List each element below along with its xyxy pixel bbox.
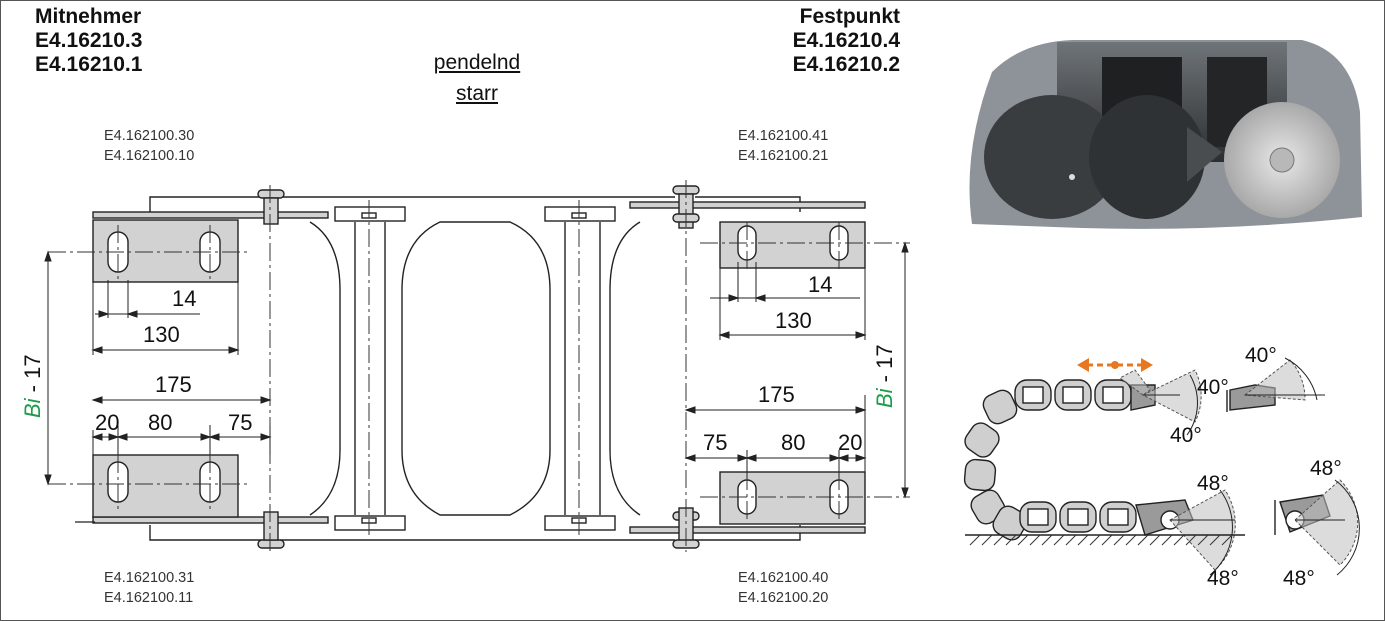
chain-photo (969, 40, 1362, 229)
crossbar-top-2 (544, 206, 616, 222)
part-numbers-bottom-left: E4.162100.31 E4.162100.11 (104, 568, 194, 608)
part-number: E4.162100.20 (738, 590, 829, 606)
left-code-2: E4.16210.1 (35, 53, 143, 76)
mount-bar-top-left (92, 211, 329, 219)
dim-bracket-left: 130 (143, 322, 180, 347)
part-number: E4.162100.10 (104, 148, 195, 164)
angle-label: 48° (1310, 457, 1342, 480)
bolt-bottom-left (257, 511, 285, 549)
angle-label: 40° (1197, 376, 1229, 399)
part-numbers-top-right: E4.162100.41 E4.162100.21 (738, 126, 828, 166)
dim-slot-right: 14 (808, 272, 832, 297)
left-title: Mitnehmer (35, 5, 142, 28)
part-numbers-bottom-right: E4.162100.40 E4.162100.20 (738, 568, 828, 608)
dim-overall-right: 175 (758, 382, 795, 407)
part-numbers-top-left: E4.162100.30 E4.162100.10 (104, 126, 194, 166)
mount-bar-bottom-left (92, 516, 329, 524)
dim-75-right: 75 (703, 430, 727, 455)
part-number: E4.162100.41 (738, 128, 829, 144)
part-number: E4.162100.21 (738, 148, 829, 164)
technical-drawing: 14 130 175 20 80 75 14 130 175 75 80 20 … (20, 180, 910, 552)
dim-inner-width-right: Bi - 17 (872, 344, 897, 408)
mount-bar-top-right (629, 201, 866, 209)
right-code-1: E4.16210.4 (792, 29, 900, 52)
left-header: Mitnehmer E4.16210.3 E4.16210.1 (35, 5, 142, 77)
dim-inner-width-left: Bi - 17 (20, 354, 45, 418)
left-code-1: E4.16210.3 (35, 29, 143, 52)
right-title: Festpunkt (799, 5, 900, 28)
part-number: E4.162100.31 (104, 570, 195, 586)
dim-overall-left: 175 (155, 372, 192, 397)
side-plate-left (309, 221, 341, 516)
dim-slot-left: 14 (172, 286, 196, 311)
dim-80-right: 80 (781, 430, 805, 455)
side-plate-center-left (401, 221, 551, 516)
angle-label: 48° (1283, 567, 1315, 590)
mounting-angle-diagram: 40° 40° 40° 48° 48° 48° 48° (963, 344, 1360, 590)
part-number: E4.162100.40 (738, 570, 829, 586)
angle-label: 48° (1207, 567, 1239, 590)
dim-20-left: 20 (95, 410, 119, 435)
angle-label: 40° (1170, 424, 1202, 447)
label-pendelnd: pendelnd (433, 51, 521, 74)
dim-75-left: 75 (228, 410, 252, 435)
bolt-top-left (257, 189, 285, 225)
side-plate-right (609, 221, 641, 516)
dim-80-left: 80 (148, 410, 172, 435)
motion-arrow-icon (1077, 358, 1153, 372)
right-code-2: E4.16210.2 (792, 53, 900, 76)
crossbar-top-1 (334, 206, 406, 222)
part-number: E4.162100.11 (104, 590, 194, 606)
angle-label: 40° (1245, 344, 1277, 367)
mount-bar-bottom-right (629, 526, 866, 534)
label-starr: starr (456, 82, 498, 105)
right-header: Festpunkt E4.16210.4 E4.16210.2 (720, 5, 900, 77)
angle-label: 48° (1197, 472, 1229, 495)
dim-bracket-right: 130 (775, 308, 812, 333)
dim-20-right: 20 (838, 430, 862, 455)
part-number: E4.162100.30 (104, 128, 195, 144)
